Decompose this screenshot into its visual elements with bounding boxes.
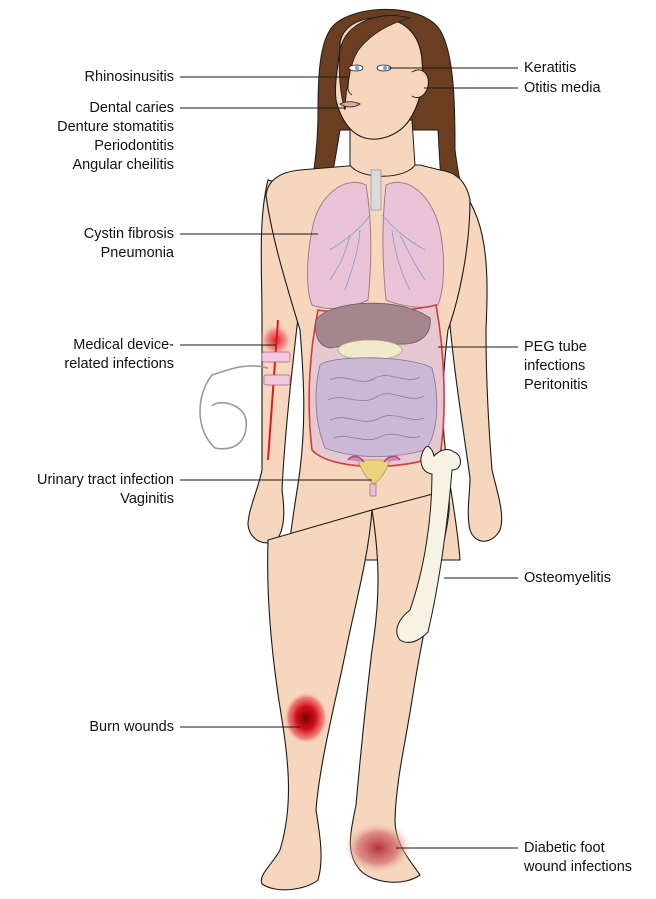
label-burn-wounds: Burn wounds: [89, 718, 174, 737]
label-osteomyelitis: Osteomyelitis: [524, 569, 611, 588]
intestines: [316, 358, 437, 457]
label-urinary-conditions: Urinary tract infection Vaginitis: [37, 471, 174, 509]
burn-wound: [284, 692, 328, 744]
label-lung-conditions: Cystin fibrosis Pneumonia: [84, 225, 174, 263]
label-keratitis: Keratitis: [524, 59, 576, 78]
label-diabetic-foot: Diabetic foot wound infections: [524, 839, 632, 877]
label-oral-conditions: Dental caries Denture stomatitis Periodo…: [57, 99, 174, 175]
label-rhinosinusitis: Rhinosinusitis: [85, 68, 174, 87]
catheter-tube: [200, 366, 268, 449]
catheter-tape-top: [262, 352, 290, 362]
trachea: [371, 170, 381, 210]
label-peg-peritonitis: PEG tube infections Peritonitis: [524, 338, 588, 395]
label-otitis-media: Otitis media: [524, 79, 601, 98]
urethra: [370, 484, 376, 496]
catheter-tape-bottom: [264, 375, 290, 385]
pancreas: [338, 340, 402, 360]
label-device-infections: Medical device- related infections: [64, 336, 174, 374]
